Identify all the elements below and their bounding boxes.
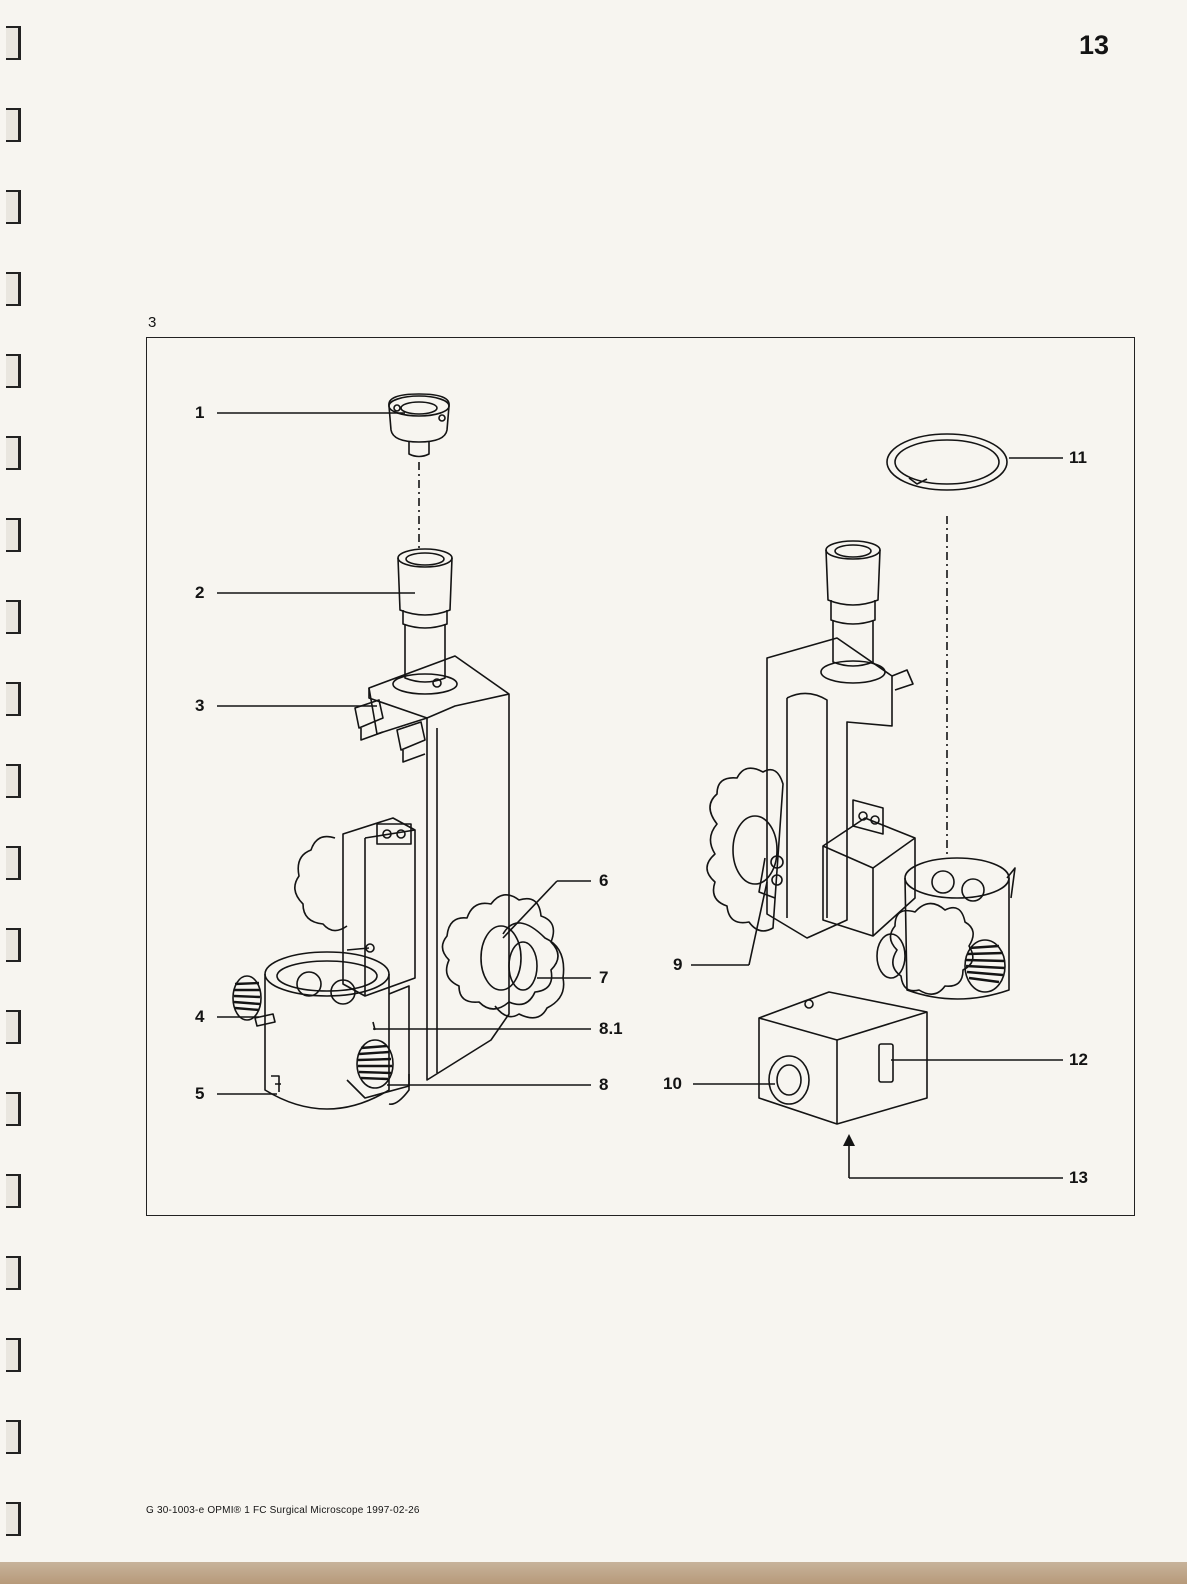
page-bottom-edge bbox=[0, 1562, 1187, 1584]
microscope-illustration bbox=[147, 338, 1136, 1217]
callout-3: 3 bbox=[195, 696, 204, 716]
callout-9: 9 bbox=[673, 955, 682, 975]
callout-13: 13 bbox=[1069, 1168, 1088, 1188]
callout-1: 1 bbox=[195, 403, 204, 423]
callout-10: 10 bbox=[663, 1074, 682, 1094]
callout-8: 8 bbox=[599, 1075, 608, 1095]
document-footer: G 30-1003-e OPMI® 1 FC Surgical Microsco… bbox=[146, 1505, 420, 1516]
figure-number: 3 bbox=[148, 314, 156, 331]
focus-knob-drawing bbox=[442, 895, 563, 1018]
spiral-binding bbox=[0, 0, 20, 1584]
callout-2: 2 bbox=[195, 583, 204, 603]
callout-4: 4 bbox=[195, 1007, 204, 1027]
figure-frame: 1 2 3 4 5 6 7 8.1 8 9 10 11 12 13 bbox=[146, 337, 1135, 1216]
leader-lines bbox=[217, 413, 1063, 1178]
callout-7: 7 bbox=[599, 968, 608, 988]
page-number: 13 bbox=[1079, 30, 1109, 61]
callout-11: 11 bbox=[1069, 448, 1087, 468]
callout-12: 12 bbox=[1069, 1050, 1088, 1070]
callout-5: 5 bbox=[195, 1084, 204, 1104]
callout-6: 6 bbox=[599, 871, 608, 891]
callout-8-1: 8.1 bbox=[599, 1019, 623, 1039]
left-arm-drawing bbox=[369, 656, 509, 1080]
tube-drawing bbox=[393, 549, 457, 694]
retaining-ring-drawing bbox=[887, 434, 1007, 490]
